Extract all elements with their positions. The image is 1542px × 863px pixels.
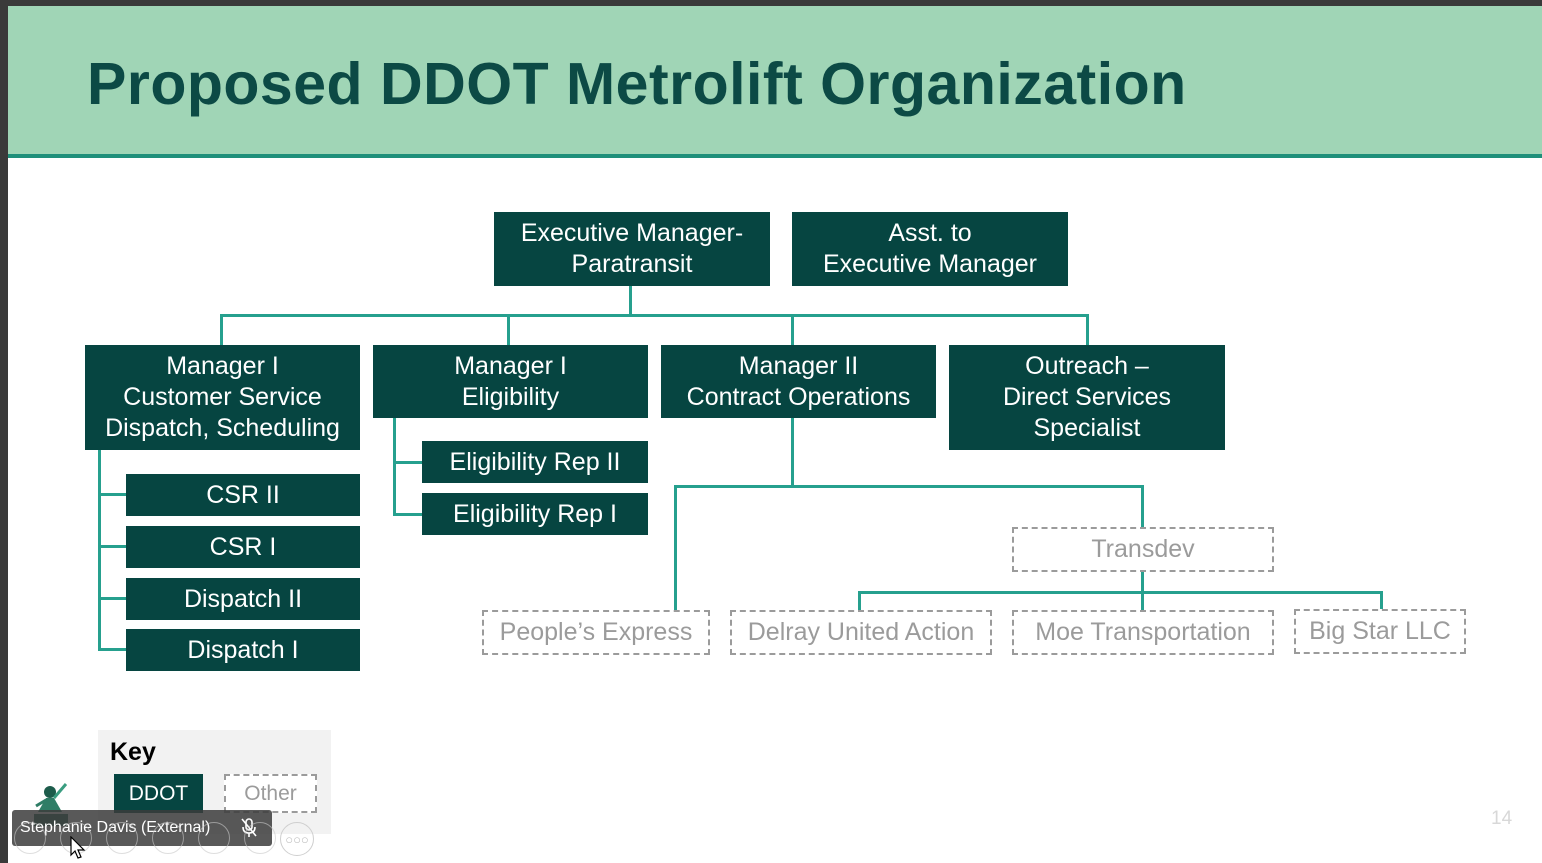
legend-title: Key xyxy=(110,738,156,766)
legend-other: Other xyxy=(224,774,317,813)
connector xyxy=(858,591,861,610)
node-label: Eligibility xyxy=(461,382,560,411)
connector xyxy=(1141,485,1144,528)
legend-ddot: DDOT xyxy=(114,774,203,813)
node-label: Manager I xyxy=(166,352,279,380)
node-label: Contract Operations xyxy=(686,382,911,411)
connector xyxy=(393,513,423,516)
connector xyxy=(791,314,794,346)
cursor-icon xyxy=(70,836,86,859)
node-moe-transportation: Moe Transportation xyxy=(1012,610,1274,655)
toolbar-back-icon[interactable] xyxy=(14,822,46,854)
node-manager-customer-service: Manager I Customer Service Dispatch, Sch… xyxy=(85,345,360,450)
node-label: Direct Services xyxy=(1002,383,1172,411)
page-number: 14 xyxy=(1491,808,1513,829)
connector xyxy=(791,418,794,487)
connector xyxy=(629,286,632,317)
connector xyxy=(98,545,127,548)
node-executive-manager: Executive Manager- Paratransit xyxy=(494,212,770,286)
node-label: Paratransit xyxy=(571,250,693,278)
node-big-star-llc: Big Star LLC xyxy=(1294,609,1466,654)
node-dispatch-ii: Dispatch II xyxy=(126,578,360,620)
node-manager-contract-operations: Manager II Contract Operations xyxy=(661,345,936,418)
node-label: Executive Manager xyxy=(822,250,1037,278)
node-label: Manager II xyxy=(738,351,859,380)
slide: Proposed DDOT Metrolift Organization Exe… xyxy=(8,6,1542,863)
connector xyxy=(507,314,510,346)
node-asst-executive-manager: Asst. to Executive Manager xyxy=(792,212,1068,286)
node-transdev: Transdev xyxy=(1012,527,1274,572)
connector xyxy=(220,314,223,346)
more-options-icon[interactable]: ○○○ xyxy=(280,822,314,856)
connector xyxy=(1086,314,1089,346)
node-label: Outreach – xyxy=(1025,352,1149,380)
node-csr-i: CSR I xyxy=(126,526,360,568)
connector xyxy=(98,450,101,651)
node-eligibility-rep-i: Eligibility Rep I xyxy=(422,493,648,535)
node-label: Specialist xyxy=(1033,414,1141,442)
node-label: Dispatch, Scheduling xyxy=(105,414,340,442)
toolbar-zoom-icon[interactable] xyxy=(198,822,230,854)
node-label: Customer Service xyxy=(123,383,322,411)
connector xyxy=(1380,591,1383,610)
node-peoples-express: People’s Express xyxy=(482,610,710,655)
connector xyxy=(393,461,423,464)
connector xyxy=(98,648,127,651)
connector xyxy=(393,418,396,516)
node-outreach-specialist: Outreach – Direct Services Specialist xyxy=(949,345,1225,450)
toolbar-pen-icon[interactable] xyxy=(106,822,138,854)
connector xyxy=(98,597,127,600)
slide-header: Proposed DDOT Metrolift Organization xyxy=(8,6,1542,158)
connector xyxy=(220,314,1089,317)
connector xyxy=(98,493,127,496)
node-delray-united-action: Delray United Action xyxy=(730,610,992,655)
participant-name-bar: Stephanie Davis (External) xyxy=(12,810,272,846)
node-label: Asst. to xyxy=(888,219,972,247)
connector xyxy=(674,485,677,610)
connector xyxy=(674,485,1144,488)
node-label: Manager I xyxy=(454,351,567,380)
node-dispatch-i: Dispatch I xyxy=(126,629,360,671)
connector xyxy=(858,591,1383,594)
toolbar-slides-icon[interactable] xyxy=(152,822,184,854)
toolbar-subtitles-icon[interactable] xyxy=(244,822,276,854)
node-label: Executive Manager- xyxy=(520,219,744,247)
node-eligibility-rep-ii: Eligibility Rep II xyxy=(422,441,648,483)
node-csr-ii: CSR II xyxy=(126,474,360,516)
slide-title: Proposed DDOT Metrolift Organization xyxy=(87,51,1187,117)
node-manager-eligibility: Manager I Eligibility xyxy=(373,345,648,418)
